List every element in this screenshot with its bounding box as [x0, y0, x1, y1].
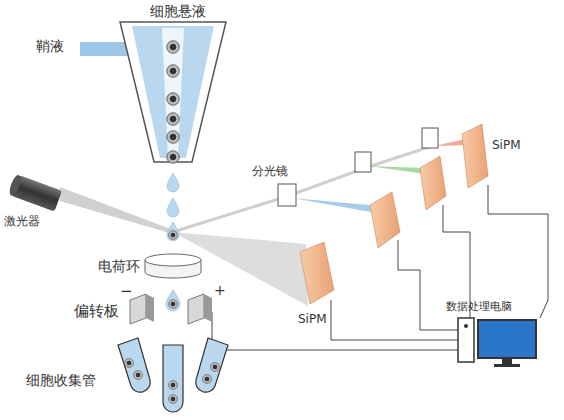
ring-label: 电荷环: [98, 258, 140, 275]
dichroic-mirror: [422, 128, 438, 148]
polarity-sign: +: [214, 282, 226, 299]
dichroic-mirror: [355, 152, 371, 172]
blue-beam: [292, 198, 382, 214]
polarity-sign: −: [120, 282, 133, 300]
suspension-label: 细胞悬液: [150, 3, 206, 20]
sheath-label: 鞘液: [36, 38, 64, 55]
droplets: [166, 173, 180, 311]
deflection-plates: [130, 294, 212, 324]
plate-label: 偏转板: [74, 302, 119, 320]
computer: [458, 318, 536, 367]
detector-label: SiPM: [298, 312, 327, 326]
green-beam: [368, 166, 426, 174]
tube-label: 细胞收集管: [26, 372, 96, 389]
collection-tubes: [118, 338, 228, 412]
charge-ring: [145, 254, 201, 278]
sipm-detectors: [300, 124, 488, 304]
nozzle: [120, 22, 226, 162]
laser-label: 激光器: [4, 214, 40, 228]
computer-label: 数据处理电脑: [446, 300, 512, 313]
mirror-label: 分光镜: [252, 164, 288, 178]
detector-label: SiPM: [492, 138, 521, 152]
dichroic-mirror: [278, 184, 296, 206]
